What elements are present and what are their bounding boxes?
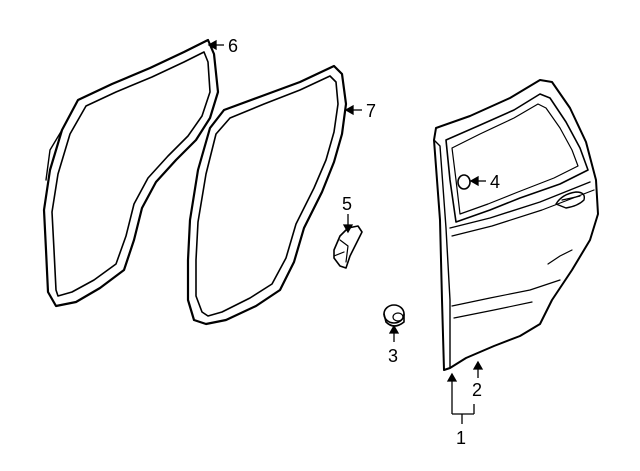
callout-1: 1 [456, 428, 466, 448]
callout-6: 6 [228, 36, 238, 56]
callout-2: 2 [472, 380, 482, 400]
callout-3: 3 [388, 346, 398, 366]
grommet-4 [457, 174, 471, 190]
rear-door-shell-1 [433, 79, 599, 371]
callout-7: 7 [366, 101, 376, 121]
trim-bracket-5 [333, 225, 363, 269]
callout-labels: 6 7 4 5 3 2 1 [228, 36, 500, 448]
bumper-plug-3 [383, 304, 405, 327]
weatherstrip-seal-6 [42, 38, 220, 308]
callout-5: 5 [342, 194, 352, 214]
leader-lines [207, 39, 486, 424]
callout-4: 4 [490, 172, 500, 192]
weatherstrip-seal-7 [186, 64, 348, 326]
